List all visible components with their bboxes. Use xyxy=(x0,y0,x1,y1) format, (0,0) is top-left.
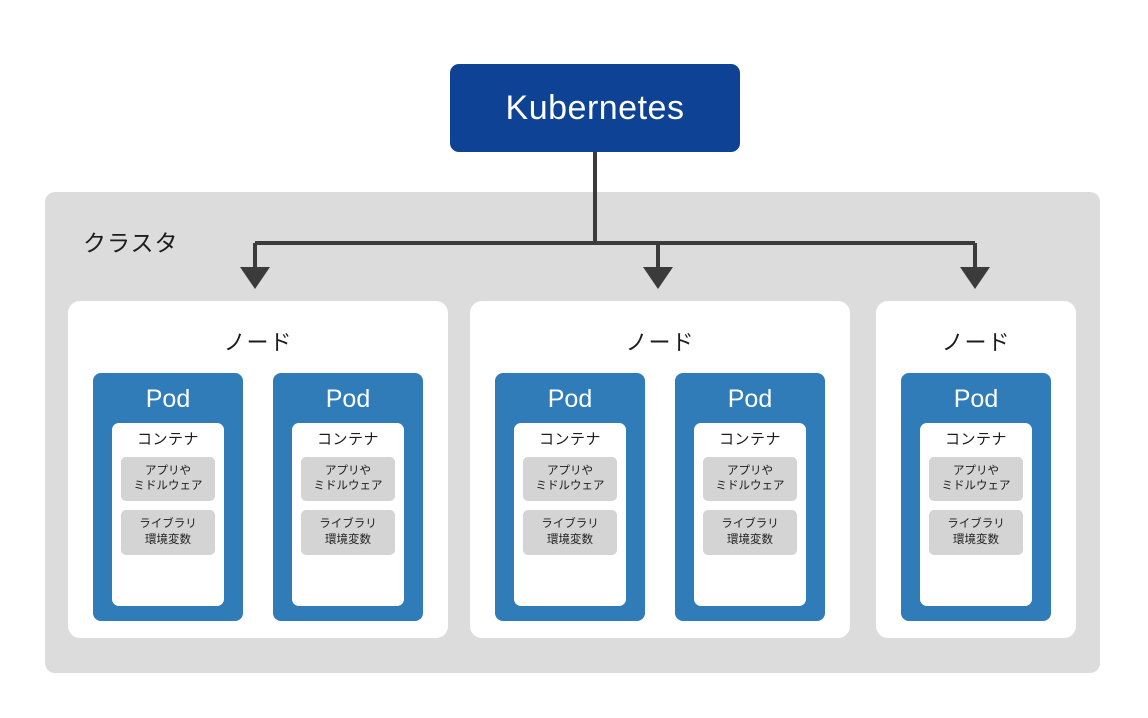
chip-line-1: ライブラリ xyxy=(947,518,1005,531)
chip-library-env: ライブラリ 環境変数 xyxy=(301,510,395,555)
node-card-1: ノード Pod コンテナ アプリや ミドルウェア ライブラリ 環境変数 xyxy=(68,301,448,638)
chip-line-1: ライブラリ xyxy=(721,518,779,531)
chip-line-2: ミドルウェア xyxy=(715,480,785,493)
container-label: コンテナ xyxy=(718,431,781,448)
pod-label: Pod xyxy=(325,385,371,413)
kubernetes-root-box: Kubernetes xyxy=(450,64,740,152)
pod-row-2: Pod コンテナ アプリや ミドルウェア ライブラリ 環境変数 Pod コン xyxy=(470,373,850,621)
chip-app-middleware: アプリや ミドルウェア xyxy=(301,457,395,502)
chip-line-1: アプリや xyxy=(145,465,191,477)
node-label-3: ノード xyxy=(941,330,1011,355)
chip-library-env: ライブラリ 環境変数 xyxy=(703,510,797,555)
container-card: コンテナ アプリや ミドルウェア ライブラリ 環境変数 xyxy=(292,423,404,606)
pod-1-1: Pod コンテナ アプリや ミドルウェア ライブラリ 環境変数 xyxy=(93,373,243,621)
node-label-2: ノード xyxy=(625,330,695,355)
chip-line-2: 環境変数 xyxy=(547,533,593,546)
container-card: コンテナ アプリや ミドルウェア ライブラリ 環境変数 xyxy=(920,423,1032,606)
chip-line-1: アプリや xyxy=(547,465,593,477)
chip-library-env: ライブラリ 環境変数 xyxy=(929,510,1023,555)
chip-line-2: 環境変数 xyxy=(727,533,773,546)
chip-line-1: アプリや xyxy=(727,465,773,477)
chip-app-middleware: アプリや ミドルウェア xyxy=(703,457,797,502)
pod-2-1: Pod コンテナ アプリや ミドルウェア ライブラリ 環境変数 xyxy=(495,373,645,621)
node-label-1: ノード xyxy=(223,330,293,355)
pod-1-2: Pod コンテナ アプリや ミドルウェア ライブラリ 環境変数 xyxy=(273,373,423,621)
node-card-2: ノード Pod コンテナ アプリや ミドルウェア ライブラリ 環境変数 xyxy=(470,301,850,638)
cluster-label: クラスタ xyxy=(83,230,179,256)
chip-line-2: 環境変数 xyxy=(145,533,191,546)
container-label: コンテナ xyxy=(316,431,379,448)
chip-line-1: ライブラリ xyxy=(541,518,599,531)
chip-line-1: ライブラリ xyxy=(319,518,377,531)
container-card: コンテナ アプリや ミドルウェア ライブラリ 環境変数 xyxy=(514,423,626,606)
chip-line-2: ミドルウェア xyxy=(941,480,1011,493)
chip-line-2: ミドルウェア xyxy=(535,480,605,493)
chip-line-2: ミドルウェア xyxy=(313,480,383,493)
container-label: コンテナ xyxy=(538,431,601,448)
container-label: コンテナ xyxy=(944,431,1007,448)
chip-library-env: ライブラリ 環境変数 xyxy=(121,510,215,555)
chip-line-1: アプリや xyxy=(325,465,371,477)
chip-line-1: ライブラリ xyxy=(139,518,197,531)
pod-label: Pod xyxy=(547,385,593,413)
chip-app-middleware: アプリや ミドルウェア xyxy=(523,457,617,502)
container-label: コンテナ xyxy=(136,431,199,448)
chip-library-env: ライブラリ 環境変数 xyxy=(523,510,617,555)
pod-label: Pod xyxy=(953,385,999,413)
chip-line-2: ミドルウェア xyxy=(133,480,203,493)
pod-label: Pod xyxy=(727,385,773,413)
pod-row-1: Pod コンテナ アプリや ミドルウェア ライブラリ 環境変数 Pod コン xyxy=(68,373,448,621)
pod-row-3: Pod コンテナ アプリや ミドルウェア ライブラリ 環境変数 xyxy=(876,373,1076,621)
node-card-3: ノード Pod コンテナ アプリや ミドルウェア ライブラリ 環境変数 xyxy=(876,301,1076,638)
container-card: コンテナ アプリや ミドルウェア ライブラリ 環境変数 xyxy=(112,423,224,606)
pod-label: Pod xyxy=(145,385,191,413)
chip-line-2: 環境変数 xyxy=(325,533,371,546)
chip-app-middleware: アプリや ミドルウェア xyxy=(121,457,215,502)
kubernetes-root-label: Kubernetes xyxy=(505,89,685,127)
chip-line-2: 環境変数 xyxy=(953,533,999,546)
container-card: コンテナ アプリや ミドルウェア ライブラリ 環境変数 xyxy=(694,423,806,606)
chip-app-middleware: アプリや ミドルウェア xyxy=(929,457,1023,502)
pod-2-2: Pod コンテナ アプリや ミドルウェア ライブラリ 環境変数 xyxy=(675,373,825,621)
pod-3-1: Pod コンテナ アプリや ミドルウェア ライブラリ 環境変数 xyxy=(901,373,1051,621)
chip-line-1: アプリや xyxy=(953,465,999,477)
